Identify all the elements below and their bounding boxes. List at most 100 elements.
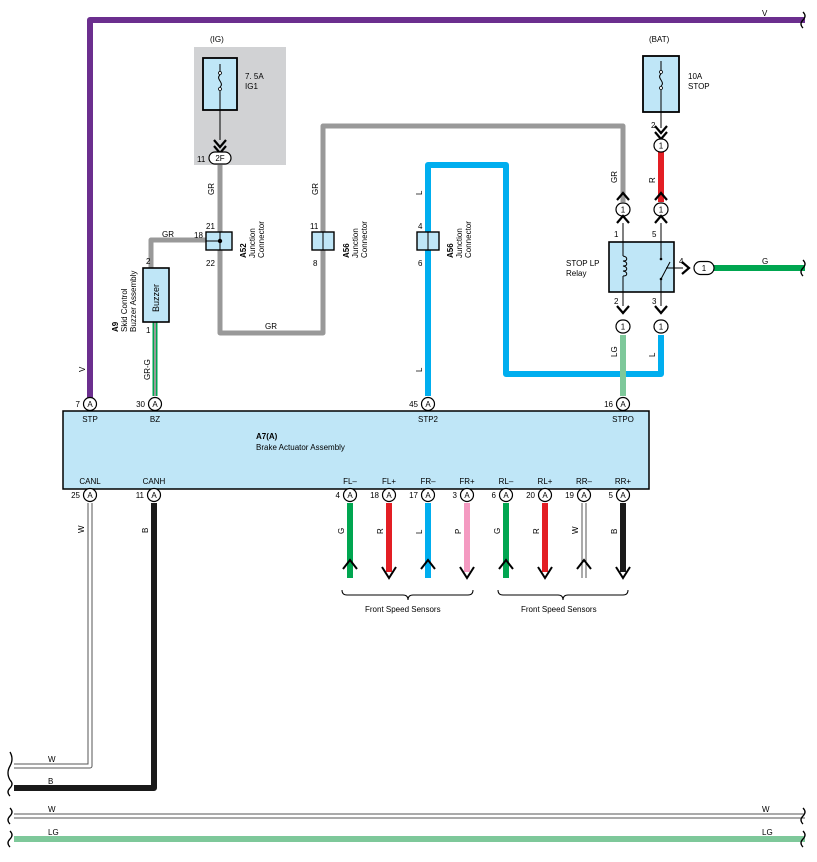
wire-v-top: [87, 17, 805, 403]
buzzer-label: Buzzer: [151, 284, 161, 312]
chevron-down-icon: [654, 125, 668, 135]
terminal-connector-label: A: [425, 491, 431, 500]
wire-label: GR-G: [143, 359, 152, 380]
wire-label: W: [571, 526, 580, 534]
junction-a52-line2: Connector: [257, 221, 266, 258]
wire-label: L: [415, 367, 424, 372]
terminal-connector: [537, 487, 553, 503]
junction-dot: [217, 238, 223, 244]
terminal-connector-label: A: [620, 491, 626, 500]
brake-actuator-code: A7(A): [256, 432, 278, 441]
buzzer-pin: 1: [146, 326, 151, 335]
relay-pin: 4: [679, 257, 684, 266]
wire-gr-relay-loop: [320, 123, 626, 232]
terminal-name: RL+: [538, 477, 553, 486]
wire-label: R: [376, 528, 385, 534]
sensor-group-brace: [497, 589, 629, 601]
terminal-pin: 7: [76, 400, 81, 409]
fuse-ig-connector: [208, 151, 232, 165]
terminal-pin: 6: [492, 491, 497, 500]
terminal-connector-label: A: [542, 491, 548, 500]
terminal-name: RL–: [499, 477, 514, 486]
brake-actuator: A7(A) Brake Actuator Assembly A7STPA30BZ…: [62, 396, 650, 580]
terminal-pin: 45: [409, 400, 418, 409]
sensor-group-brace: [341, 589, 474, 601]
terminal-pin: 4: [336, 491, 341, 500]
buzzer-line2: Buzzer Assembly: [129, 271, 138, 332]
junction-pin: 8: [313, 259, 318, 268]
terminal-pin: 5: [609, 491, 614, 500]
terminal-connector-label: A: [87, 400, 93, 409]
terminal-pin: 18: [370, 491, 379, 500]
junction-a56-1-line2: Connector: [360, 221, 369, 258]
junction-a56-1: 11 8 A56 Junction Connector: [310, 221, 369, 268]
terminal-connector: [342, 487, 358, 503]
terminal-pin: 30: [136, 400, 145, 409]
sensor-group-label: Front Speed Sensors: [365, 605, 441, 614]
terminal-connector-label: A: [503, 491, 509, 500]
wire-label: LG: [48, 828, 59, 837]
terminal-name: CANH: [143, 477, 166, 486]
junction-a52: 21 18 22 A52 Junction Connector: [194, 221, 266, 268]
terminal-name: FL–: [343, 477, 357, 486]
terminal-name: RR–: [576, 477, 593, 486]
terminal-name: FR–: [420, 477, 436, 486]
terminal-pin: 20: [526, 491, 535, 500]
buzzer-line1: Skid Control: [120, 288, 129, 332]
terminal-connector: [498, 487, 514, 503]
terminal-name: STP2: [418, 415, 439, 424]
terminal-connector-label: A: [87, 491, 93, 500]
wire-label: P: [454, 529, 463, 534]
relay-connector-label: 1: [659, 206, 664, 215]
terminal-pin: 11: [136, 491, 145, 500]
wire-label: G: [337, 528, 346, 534]
terminal-pin: 16: [604, 400, 613, 409]
terminal-connector: [147, 396, 163, 412]
terminal-connector: [146, 487, 162, 503]
fuse-bat-element: [659, 73, 663, 87]
wire-label: W: [48, 755, 56, 764]
sensor-groups: Front Speed Sensors Front Speed Sensors: [341, 589, 629, 614]
chevron-down-icon: [213, 139, 227, 149]
wire-label: G: [493, 528, 502, 534]
relay-pin: 1: [614, 230, 619, 239]
wire-b-canh: [14, 503, 157, 791]
junction-a56-2-code: A56: [446, 243, 455, 258]
terminal-pin: 17: [409, 491, 418, 500]
buzzer-box: [142, 267, 170, 323]
switch-icon: [660, 261, 671, 280]
junction-pin: 21: [206, 222, 215, 231]
terminal-connector-label: A: [386, 491, 392, 500]
buzzer-code: A9: [111, 321, 120, 332]
wire-l-stp2-up: [425, 162, 664, 377]
coil-icon: [622, 255, 628, 277]
junction-pin: 22: [206, 259, 215, 268]
wire-label: GR: [311, 183, 320, 195]
fuse-bat-connector-label: 1: [659, 142, 664, 151]
arrow-up-icon: [576, 558, 592, 570]
wire-label: B: [141, 528, 150, 533]
junction-a56-2-line2: Connector: [464, 221, 473, 258]
junction-a56-2-line1: Junction: [455, 228, 464, 258]
bottom-terminals: A25CANLA11CANHGA4FL–RA18FL+LA17FR–PA3FR+…: [71, 477, 631, 580]
terminal-connector-label: A: [581, 491, 587, 500]
relay-pin: 5: [652, 230, 657, 239]
terminal-connector-label: A: [464, 491, 470, 500]
wire-label: L: [648, 352, 657, 357]
terminal-connector: [82, 487, 98, 503]
arrow-up-icon: [342, 558, 358, 570]
fuse-ig-connector-label: 2F: [215, 154, 224, 163]
junction-a56-1-line1: Junction: [351, 228, 360, 258]
relay-pin: 3: [652, 297, 657, 306]
terminal-connector: [615, 396, 631, 412]
brake-actuator-box: [62, 410, 650, 490]
fuse-bat-connector: [653, 138, 669, 153]
brake-actuator-name: Brake Actuator Assembly: [256, 443, 345, 452]
arrow-down-icon: [459, 566, 475, 580]
wire-label: B: [610, 529, 619, 534]
arrow-down-icon: [615, 566, 631, 580]
terminal-name: STP: [82, 415, 98, 424]
fuse-ig-header: (IG): [210, 35, 224, 44]
